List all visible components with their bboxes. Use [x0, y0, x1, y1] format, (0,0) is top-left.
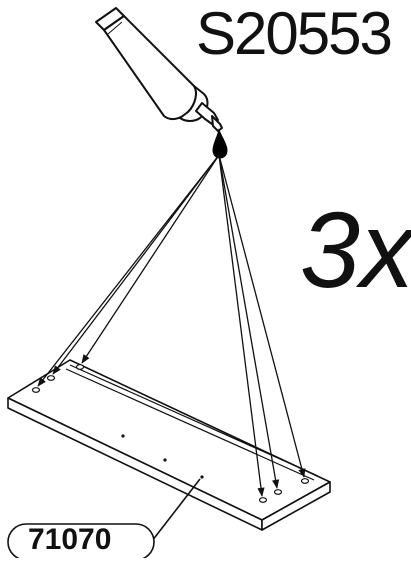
- glue-drop-icon: [212, 128, 228, 159]
- hole: [273, 489, 283, 495]
- arrow-icon: [218, 154, 265, 497]
- hole: [200, 475, 204, 479]
- arrow-icon: [81, 154, 220, 364]
- arrow-icon: [37, 154, 220, 387]
- hole: [46, 375, 56, 381]
- product-code: S20553: [196, 0, 393, 67]
- board-panel: [7, 359, 331, 531]
- arrow-icon: [218, 154, 306, 478]
- small-holes: [121, 434, 204, 479]
- hole: [258, 497, 268, 503]
- glue-arrows: [37, 154, 306, 497]
- part-number: 71070: [28, 523, 112, 556]
- hole: [31, 387, 41, 393]
- arrow-icon: [52, 154, 220, 375]
- dowel-holes: [31, 364, 310, 503]
- glue-tube-icon: [95, 7, 223, 132]
- hole: [121, 434, 125, 438]
- hole: [163, 458, 167, 462]
- hole: [300, 478, 310, 484]
- quantity-label: 3x: [300, 189, 411, 310]
- arrow-icon: [218, 154, 280, 489]
- hole: [75, 364, 85, 370]
